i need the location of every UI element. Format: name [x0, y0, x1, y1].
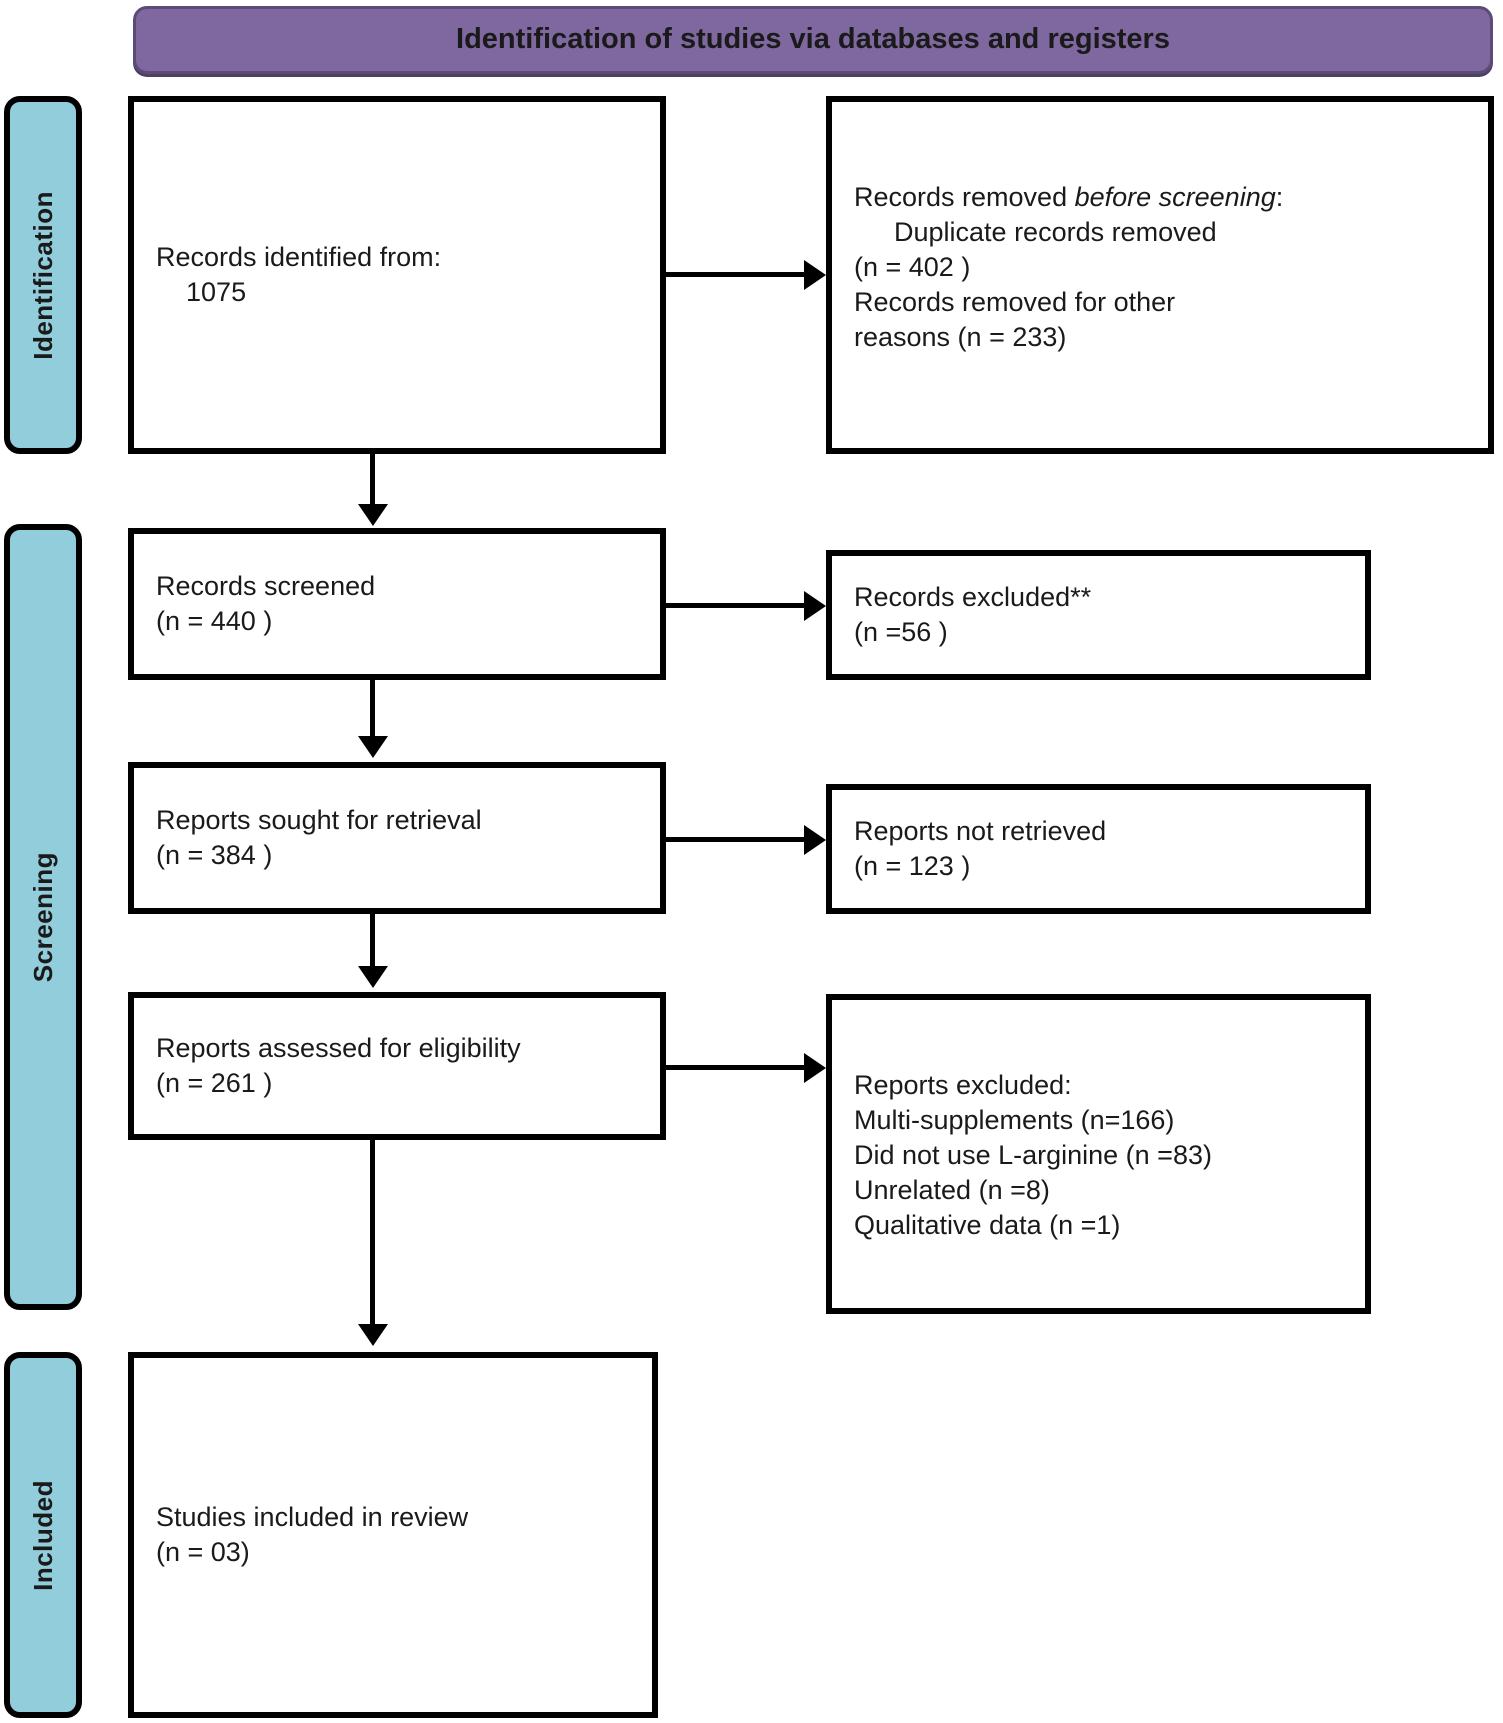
removed-heading-plain: Records removed: [854, 182, 1075, 212]
arrow-identified-to-removed: [804, 260, 826, 290]
removed-other-count: reasons (n = 233): [854, 322, 1067, 353]
arrow-sought-to-assessed: [358, 966, 388, 988]
arrow-assessed-to-included: [358, 1324, 388, 1346]
box-reports-assessed-text: Reports assessed for eligibility (n = 26…: [156, 1032, 521, 1098]
connector-identified-to-removed: [666, 272, 804, 277]
box-reports-assessed-for-eligibility: Reports assessed for eligibility (n = 26…: [128, 992, 666, 1140]
box-reports-sought-for-retrieval: Reports sought for retrieval (n = 384 ): [128, 762, 666, 914]
arrow-assessed-to-reportsexcluded: [804, 1053, 826, 1083]
box-reports-excluded-text: Reports excluded: Multi-supplements (n=1…: [854, 1070, 1212, 1241]
removed-duplicate-label: Duplicate records removed: [894, 217, 1217, 248]
diagram-header-banner: Identification of studies via databases …: [133, 6, 1493, 74]
connector-sought-to-notretrieved: [666, 837, 804, 842]
box-records-excluded: Records excluded** (n =56 ): [826, 550, 1371, 680]
stage-label-screening: Screening: [4, 524, 82, 1310]
box-records-excluded-text: Records excluded** (n =56 ): [854, 581, 1092, 647]
box-records-removed-text: Records removed before screening: Duplic…: [854, 128, 1283, 355]
box-records-identified-text: Records identified from: 1075: [156, 241, 442, 307]
connector-assessed-to-included: [370, 1140, 375, 1326]
box-records-identified: Records identified from: 1075: [128, 96, 666, 454]
removed-heading-italic: before screening: [1074, 182, 1276, 212]
diagram-title: Identification of studies via databases …: [456, 23, 1170, 56]
arrow-screened-to-sought: [358, 736, 388, 758]
removed-other-label: Records removed for other: [854, 287, 1176, 318]
box-reports-not-retrieved: Reports not retrieved (n = 123 ): [826, 784, 1371, 914]
connector-screened-to-sought: [370, 680, 375, 738]
stage-label-screening-text: Screening: [27, 851, 58, 983]
connector-assessed-to-reportsexcluded: [666, 1065, 804, 1070]
arrow-sought-to-notretrieved: [804, 825, 826, 855]
stage-label-identification-text: Identification: [27, 190, 58, 360]
box-reports-not-retrieved-text: Reports not retrieved (n = 123 ): [854, 815, 1107, 881]
box-reports-sought-text: Reports sought for retrieval (n = 384 ): [156, 804, 482, 870]
connector-screened-to-excluded: [666, 603, 804, 608]
stage-label-identification: Identification: [4, 96, 82, 454]
box-records-removed-before-screening: Records removed before screening: Duplic…: [826, 96, 1494, 454]
connector-identified-to-screened: [370, 454, 375, 506]
box-studies-included-in-review: Studies included in review (n = 03): [128, 1352, 658, 1718]
stage-label-included-text: Included: [27, 1479, 58, 1591]
removed-heading-colon: :: [1275, 182, 1284, 212]
box-records-screened-text: Records screened (n = 440 ): [156, 570, 376, 636]
box-reports-excluded: Reports excluded: Multi-supplements (n=1…: [826, 994, 1371, 1314]
arrow-identified-to-screened: [358, 504, 388, 526]
connector-sought-to-assessed: [370, 914, 375, 968]
box-studies-included-text: Studies included in review (n = 03): [156, 1501, 469, 1567]
arrow-screened-to-excluded: [804, 591, 826, 621]
box-records-screened: Records screened (n = 440 ): [128, 528, 666, 680]
removed-duplicate-count: (n = 402 ): [854, 252, 971, 283]
stage-label-included: Included: [4, 1352, 82, 1718]
